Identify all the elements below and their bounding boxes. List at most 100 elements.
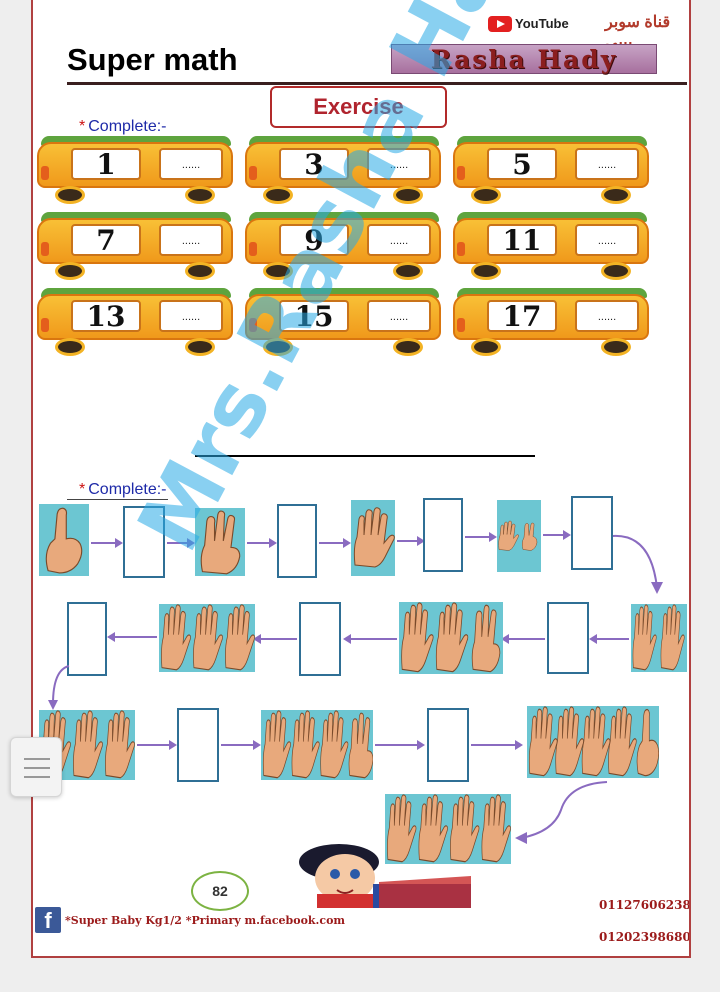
wheel-icon [263, 338, 293, 356]
bus-roof [41, 288, 231, 298]
seven-fingers-icon [498, 520, 538, 551]
answer-box[interactable] [299, 602, 341, 676]
bus-number: 9 [279, 224, 349, 256]
arrow-left-icon [107, 632, 157, 642]
bus-card: 1 ...... [37, 136, 233, 204]
arrow-right-icon [319, 538, 351, 548]
bus-bumper [41, 166, 49, 180]
wheel-icon [55, 262, 85, 280]
bus-number: 5 [487, 148, 557, 180]
arrow-right-icon [543, 530, 571, 540]
hand-count-15 [159, 604, 255, 672]
bus-number: 3 [279, 148, 349, 180]
bus-number: 7 [71, 224, 141, 256]
bus-card: 7 ...... [37, 212, 233, 280]
bus-answer-blank[interactable]: ...... [159, 148, 223, 180]
bus-bumper [457, 318, 465, 332]
bus-answer-blank[interactable]: ...... [575, 224, 639, 256]
wheel-icon [393, 262, 423, 280]
wheel-icon [55, 186, 85, 204]
bus-answer-blank[interactable]: ...... [367, 224, 431, 256]
hand-count-19 [261, 710, 373, 780]
bus-card: 5 ...... [453, 136, 649, 204]
bus-bumper [41, 242, 49, 256]
bus-card: 17 ...... [453, 288, 649, 356]
menu-line-icon [24, 776, 50, 778]
arrow-right-icon [167, 538, 195, 548]
curved-arrow-down-icon [612, 534, 663, 594]
bus-card: 3 ...... [245, 136, 441, 204]
hand-count-20 [385, 794, 511, 864]
answer-box[interactable] [277, 504, 317, 578]
answer-box[interactable] [547, 602, 589, 674]
arrow-right-icon [137, 740, 177, 750]
hand-count-5 [351, 500, 395, 576]
exercise-label: Exercise [270, 86, 447, 128]
arrow-right-icon [247, 538, 277, 548]
fifteen-fingers-icon [160, 604, 255, 671]
bus-roof [41, 136, 231, 146]
arrow-right-icon [375, 740, 425, 750]
bus-bumper [457, 242, 465, 256]
answer-box[interactable] [123, 506, 165, 578]
wheel-icon [601, 338, 631, 356]
hand-count-13 [399, 602, 503, 674]
menu-line-icon [24, 767, 50, 769]
arrow-right-icon [91, 538, 123, 548]
bus-card: 13 ...... [37, 288, 233, 356]
author-banner: Rasha Hady [391, 44, 657, 74]
twenty-one-fingers-icon [528, 706, 659, 777]
bus-roof [41, 212, 231, 222]
phone-number-2: 01202398680 [599, 930, 691, 944]
bus-number: 11 [487, 224, 557, 256]
answer-box[interactable] [67, 602, 107, 676]
bus-bumper [457, 166, 465, 180]
bus-bumper [249, 166, 257, 180]
bus-answer-blank[interactable]: ...... [575, 148, 639, 180]
instruction-star: * [79, 118, 86, 135]
bus-number: 15 [279, 300, 349, 332]
wheel-icon [601, 186, 631, 204]
eleven-fingers-icon [632, 604, 685, 671]
superhero-illustration [299, 844, 471, 908]
curved-arrow-down-icon [48, 665, 70, 710]
answer-box[interactable] [423, 498, 463, 572]
wheel-icon [393, 338, 423, 356]
footer-facebook-text: *Super Baby Kg1/2 *Primary m.facebook.co… [65, 914, 346, 927]
header-rule [67, 82, 687, 85]
bus-number: 13 [71, 300, 141, 332]
answer-box[interactable] [571, 496, 613, 570]
floating-menu-button[interactable] [10, 737, 62, 797]
bus-answer-blank[interactable]: ...... [159, 224, 223, 256]
bus-answer-blank[interactable]: ...... [367, 300, 431, 332]
answer-box[interactable] [177, 708, 219, 782]
wheel-icon [185, 338, 215, 356]
nineteen-fingers-icon [262, 710, 373, 779]
wheel-icon [393, 186, 423, 204]
arrow-right-icon [221, 740, 261, 750]
bus-roof [457, 212, 647, 222]
wheel-icon [601, 262, 631, 280]
bus-answer-blank[interactable]: ...... [575, 300, 639, 332]
bus-answer-blank[interactable]: ...... [367, 148, 431, 180]
answer-box[interactable] [427, 708, 469, 782]
bus-card: 9 ...... [245, 212, 441, 280]
wheel-icon [185, 262, 215, 280]
menu-line-icon [24, 758, 50, 760]
wheel-icon [55, 338, 85, 356]
phone-number-1: 01127606238 [599, 898, 691, 912]
wheel-icon [471, 262, 501, 280]
one-finger-icon [45, 507, 83, 574]
hand-count-1 [39, 504, 89, 576]
bus-bumper [249, 318, 257, 332]
arrow-right-icon [397, 536, 425, 546]
bus-roof [249, 136, 439, 146]
bus-roof [249, 212, 439, 222]
arrow-left-icon [253, 634, 297, 644]
bus-answer-blank[interactable]: ...... [159, 300, 223, 332]
wheel-icon [185, 186, 215, 204]
worksheet: YouTube قناة سوبر بيبي Super math Rasha … [31, 0, 691, 958]
page-title: Super math [67, 42, 238, 77]
youtube-label: YouTube [515, 16, 569, 31]
arrow-left-icon [589, 634, 629, 644]
